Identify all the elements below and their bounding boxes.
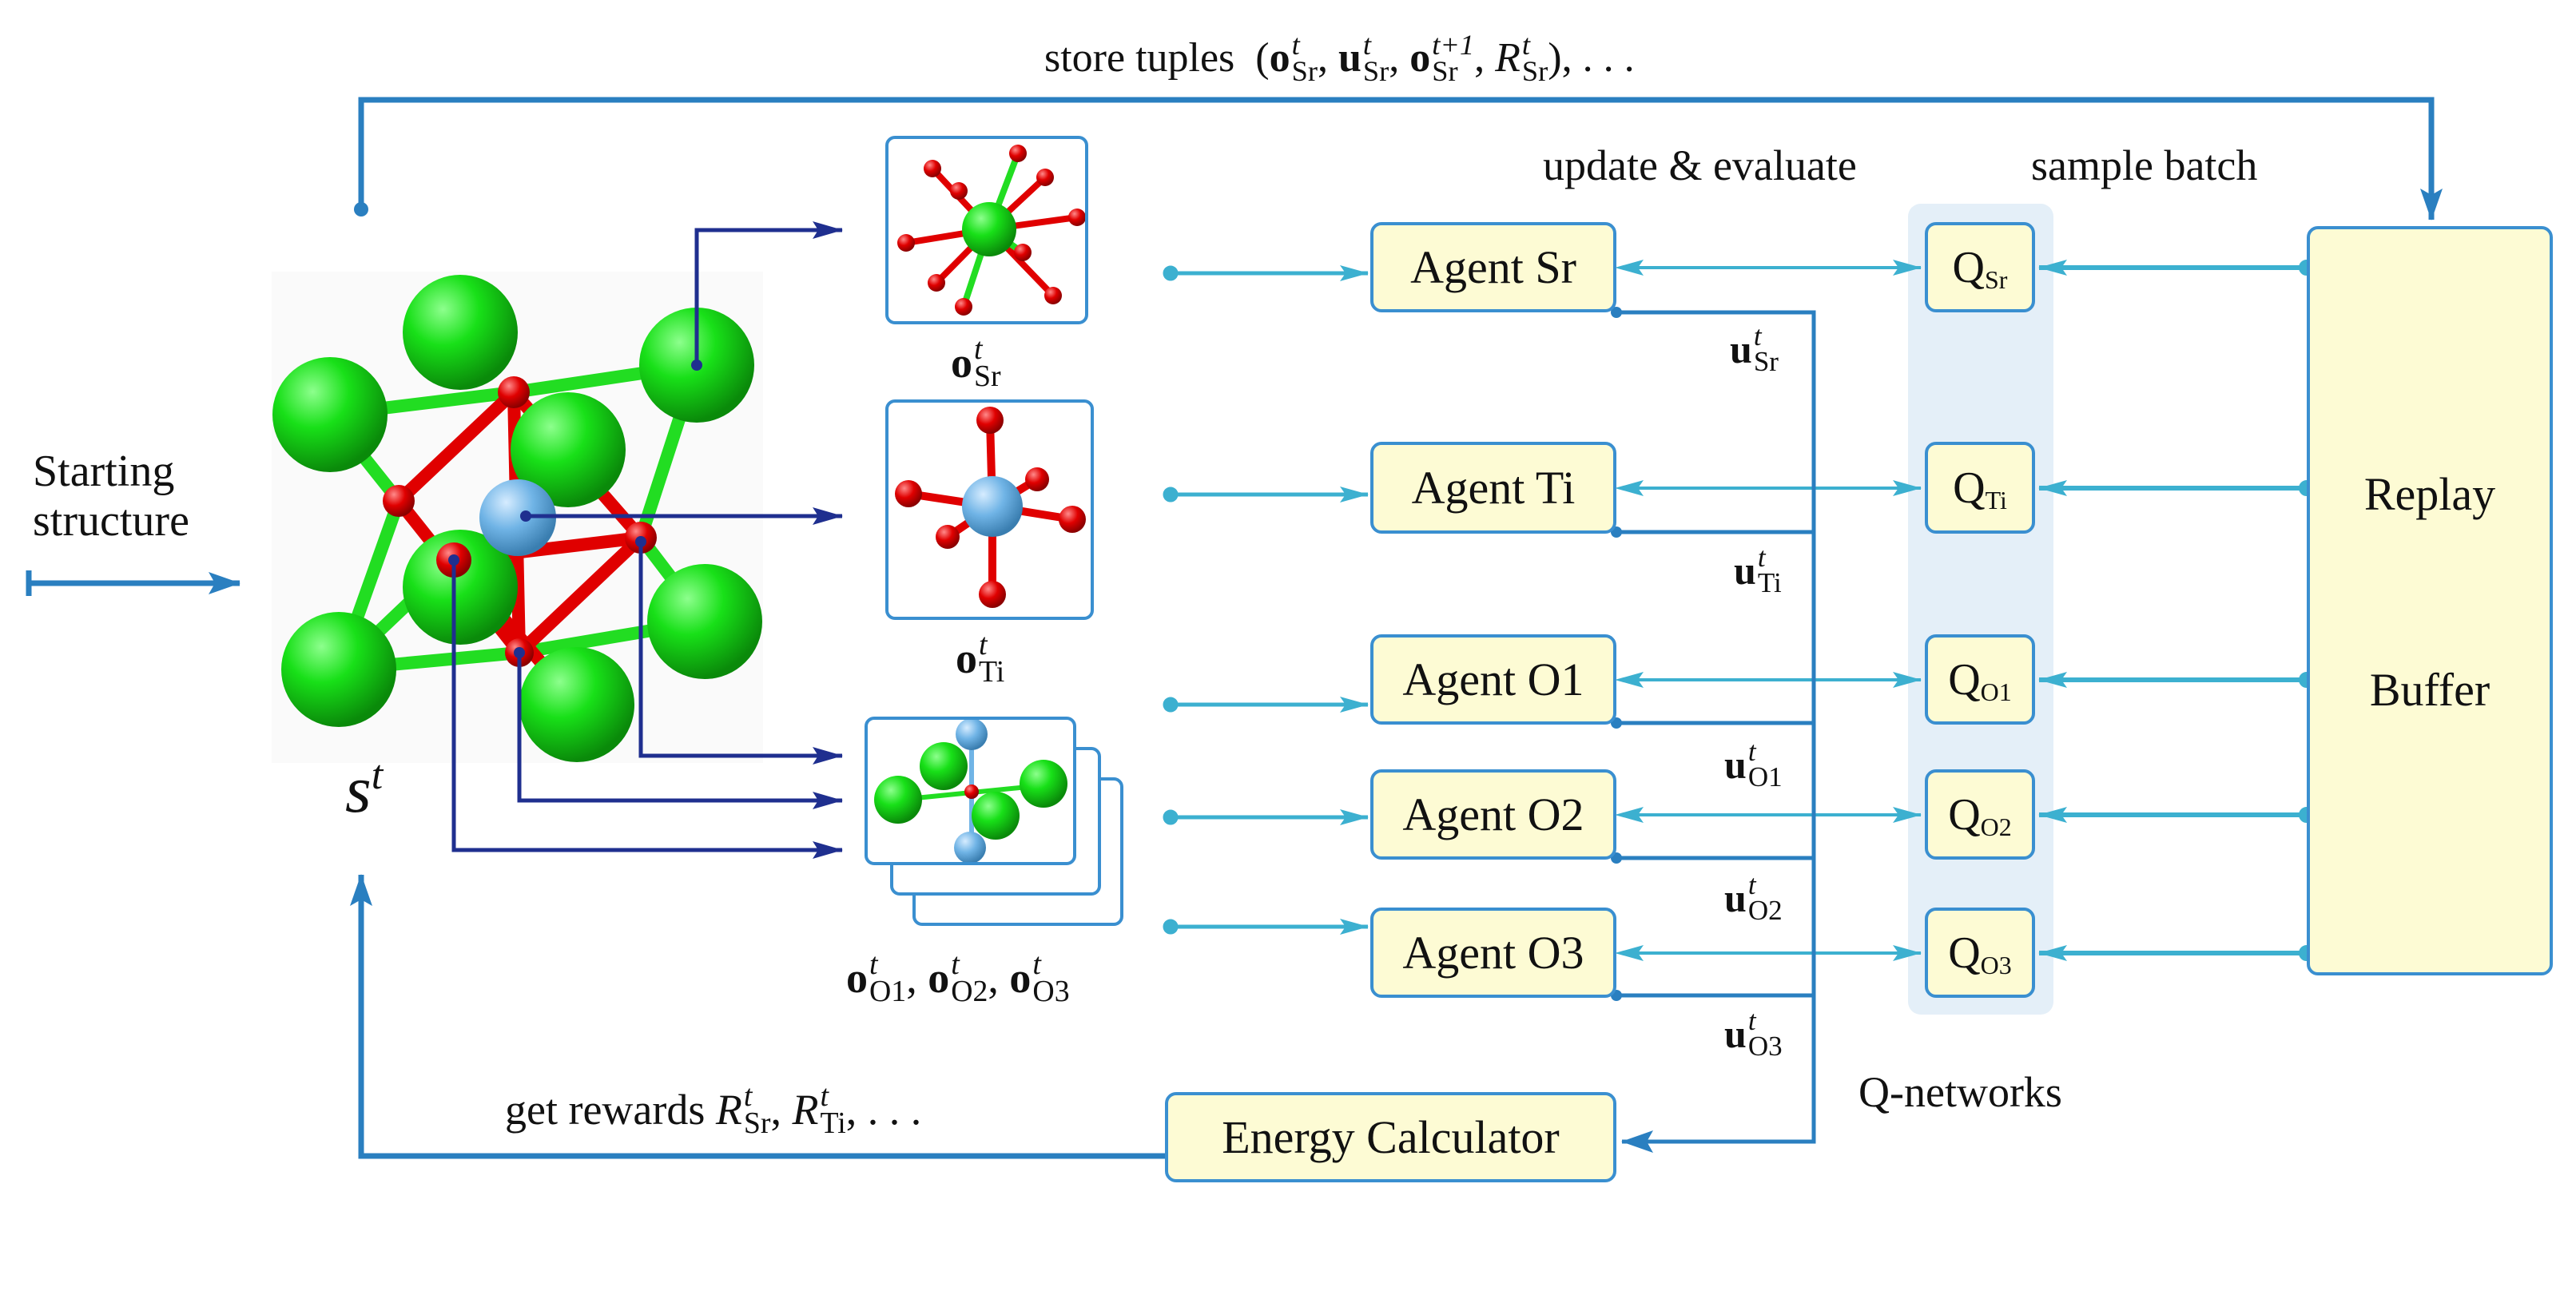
- agent-o1-box: Agent O1: [1370, 634, 1616, 725]
- update-evaluate-label: update & evaluate: [1543, 141, 1857, 189]
- agent-sr-box: Agent Sr: [1370, 222, 1616, 312]
- observation-to-agent-arrows: [1163, 265, 1369, 935]
- sample-batch-arrows: [2038, 260, 2315, 961]
- replay-buffer-box: Replay Buffer: [2307, 226, 2553, 975]
- agent-o3-box: Agent O3: [1370, 908, 1616, 998]
- reward-feedback-arrow: [350, 874, 1165, 1159]
- o-environment-icon: [874, 718, 1067, 864]
- replay-buffer-label-line2: Buffer: [2369, 664, 2491, 716]
- agent-o2-box: Agent O2: [1370, 769, 1616, 860]
- observation-arrows: [451, 221, 843, 859]
- energy-calculator-box: Energy Calculator: [1165, 1092, 1616, 1182]
- sr-environment-icon: [897, 145, 1086, 316]
- observation-o1-image: [865, 717, 1076, 865]
- agent-q-update-arrows: [1615, 260, 1922, 961]
- sample-batch-label: sample batch: [2031, 141, 2258, 189]
- agent-ti-box: Agent Ti: [1370, 442, 1616, 534]
- action-bus: [1616, 310, 1816, 1153]
- starting-structure-arrow: [26, 570, 241, 596]
- q-networks-group-background: [1908, 204, 2053, 1015]
- connector-dot: [354, 202, 368, 216]
- store-tuples-arrow: [358, 97, 2443, 220]
- ti-environment-icon: [895, 407, 1086, 608]
- replay-buffer-label-line1: Replay: [2363, 468, 2496, 520]
- state-label: st: [345, 753, 384, 827]
- observation-ti-image: [885, 399, 1094, 620]
- q-networks-label: Q-networks: [1858, 1068, 2062, 1116]
- observation-sr-image: [885, 136, 1088, 324]
